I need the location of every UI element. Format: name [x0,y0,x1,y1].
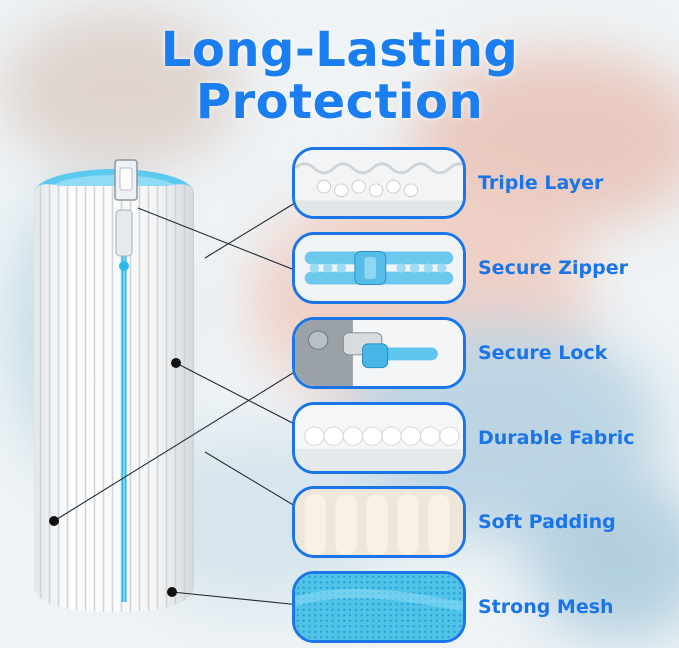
zipper-image [292,232,466,304]
feature-label-secure-lock: Secure Lock [478,342,608,364]
zipper-lock-image [292,317,466,389]
page-title-line-1: Long-Lasting [160,22,519,78]
feature-label-durable-fabric: Durable Fabric [478,427,635,449]
triple-layer-image [292,147,466,219]
padding-image [292,486,466,558]
feature-label-triple-layer: Triple Layer [478,172,604,194]
feature-label-soft-padding: Soft Padding [478,511,616,533]
page-title-line-2: Protection [195,74,484,130]
mesh-image [292,571,466,643]
feature-label-strong-mesh: Strong Mesh [478,596,614,618]
feature-label-secure-zipper: Secure Zipper [478,257,628,279]
fabric-image [292,402,466,474]
